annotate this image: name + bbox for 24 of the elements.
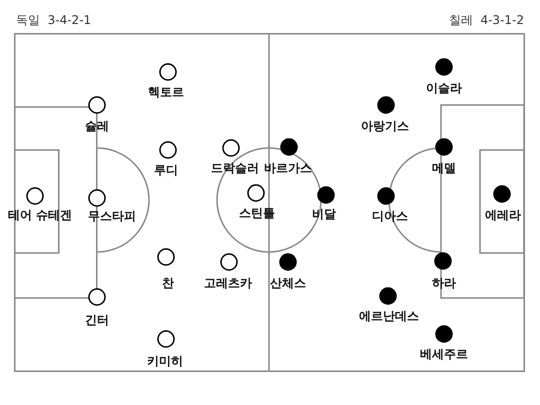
player-name: 드락슬러 <box>211 160 259 177</box>
player-name: 에레라 <box>485 207 521 224</box>
player-name: 긴터 <box>85 312 109 329</box>
player-name: 스틴틀 <box>239 205 275 222</box>
player-name: 바르가스 <box>264 160 312 177</box>
team-formation-label: 칠레 4-3-1-2 <box>448 12 524 29</box>
player-name: 디아스 <box>372 208 408 225</box>
player-name: 메델 <box>432 160 456 177</box>
player-name: 루디 <box>154 162 178 179</box>
player-name: 에르난데스 <box>359 308 419 325</box>
player-name: 헥토르 <box>148 84 184 101</box>
player-name: 키미히 <box>147 353 183 370</box>
player-name: 테어 슈테겐 <box>8 207 72 224</box>
player-name: 산체스 <box>270 275 306 292</box>
player-name: 이슬라 <box>426 80 462 97</box>
player-name: 찬 <box>162 275 174 292</box>
player-name: 고레츠카 <box>204 275 252 292</box>
player-name: 하라 <box>432 275 456 292</box>
team-formation-label: 독일 3-4-2-1 <box>16 12 92 29</box>
player-name: 비달 <box>312 206 336 223</box>
player-name: 베세주르 <box>420 346 468 363</box>
player-name: 아랑기스 <box>361 118 409 135</box>
player-name: 슐레 <box>85 118 109 135</box>
player-name: 무스타피 <box>88 208 136 225</box>
